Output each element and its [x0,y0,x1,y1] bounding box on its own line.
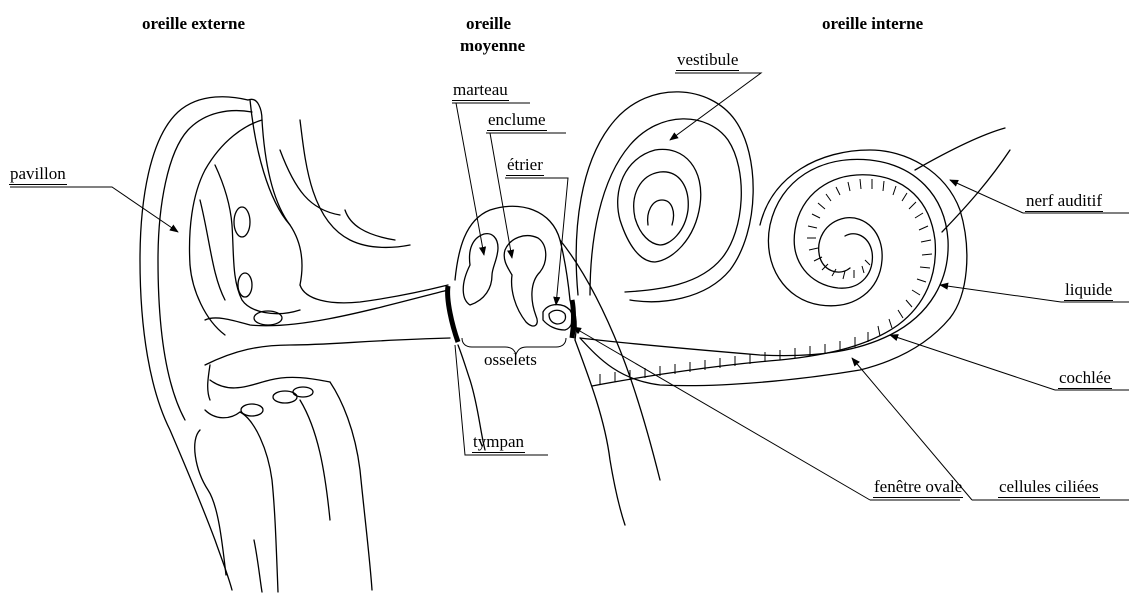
leader-lines [10,73,1129,500]
title-outer-ear: oreille externe [142,14,245,34]
label-fenetre-ovale: fenêtre ovale [873,477,963,498]
label-osselets: osselets [484,350,537,370]
oval-window [572,300,574,338]
label-marteau: marteau [452,80,509,101]
cochlea-structure [580,128,1010,386]
ossicles [463,234,572,330]
vestibule-structure [576,92,753,302]
label-cochlee: cochlée [1058,368,1112,389]
fenetre-arrow [573,327,960,500]
label-enclume: enclume [487,110,547,131]
title-inner-ear: oreille interne [822,14,923,34]
label-vestibule: vestibule [676,50,739,71]
vestibule-arrow [670,73,761,140]
skull-bone [200,100,448,590]
label-etrier: étrier [506,155,544,176]
eardrum [448,286,458,342]
pavillon-arrow [10,187,178,232]
etrier-arrow [505,178,568,305]
ear-canal [205,290,450,400]
label-cellules-ciliees: cellules ciliées [998,477,1100,498]
label-nerf-auditif: nerf auditif [1025,191,1103,212]
label-pavillon: pavillon [9,164,67,185]
pinna-outline [140,97,278,592]
label-tympan: tympan [472,432,525,453]
enclume-arrow [486,133,566,258]
title-middle-ear-line2: moyenne [460,36,525,56]
title-middle-ear-line1: oreille [466,14,511,34]
label-liquide: liquide [1064,280,1113,301]
